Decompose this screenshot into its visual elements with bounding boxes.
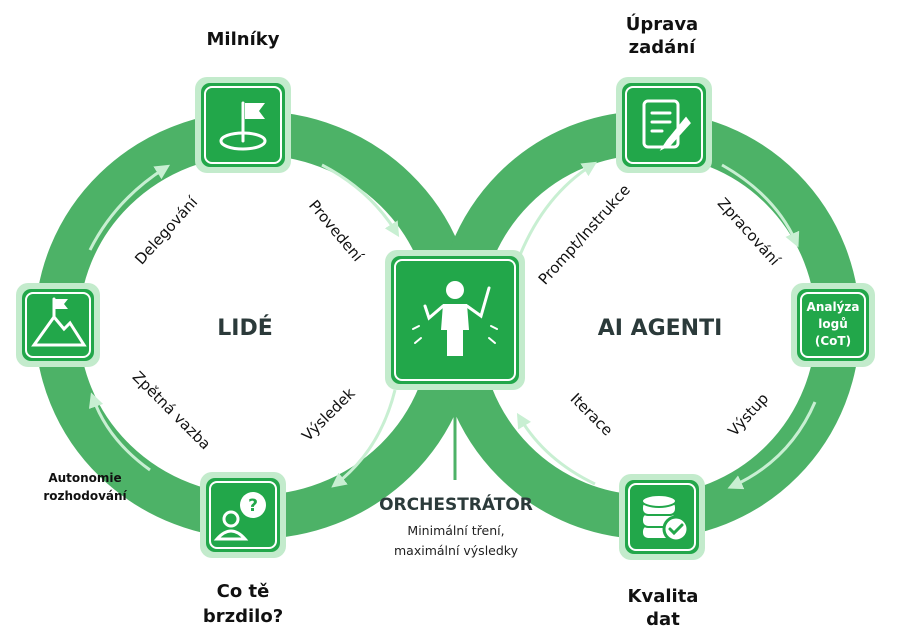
svg-text:?: ? bbox=[248, 496, 258, 516]
orchestrator-subtitle-2: maximální výsledky bbox=[394, 543, 519, 558]
arrow-vysledek bbox=[331, 389, 397, 488]
edge-label-delegovani: Delegování bbox=[131, 193, 202, 269]
node-orchestrator bbox=[385, 250, 525, 390]
node-analyza-label-1: Analýza bbox=[807, 300, 860, 314]
arrow-zpracovani bbox=[721, 163, 800, 248]
node-title-brzdilo-1: Co tě bbox=[217, 581, 270, 602]
arrow-zpetna-vazba bbox=[88, 392, 151, 472]
arrow-vystup bbox=[727, 401, 817, 490]
conductor-icon bbox=[412, 281, 498, 356]
node-analyza: Analýza logů (CoT) bbox=[791, 283, 875, 367]
node-analyza-label-2: logů bbox=[818, 317, 848, 331]
node-milniky bbox=[195, 77, 291, 173]
orchestrator-title: ORCHESTRÁTOR bbox=[379, 493, 533, 515]
edge-label-zpetna-vazba: Zpětná vazba bbox=[129, 368, 215, 454]
document-edit-icon bbox=[642, 99, 691, 151]
node-title-kvalita-1: Kvalita bbox=[628, 586, 699, 607]
flow-arrows bbox=[88, 161, 817, 490]
arrow-iterace bbox=[516, 412, 596, 486]
node-title-milniky: Milníky bbox=[207, 29, 280, 50]
node-brzdilo: ? bbox=[200, 472, 286, 558]
node-autonomie bbox=[16, 283, 100, 367]
arrow-delegovani bbox=[88, 164, 171, 251]
edge-label-vystup: Výstup bbox=[724, 390, 772, 440]
person-question-icon: ? bbox=[213, 492, 266, 541]
node-title-uprava-1: Úprava bbox=[626, 13, 698, 35]
edge-label-prompt: Prompt/Instrukce bbox=[535, 181, 634, 288]
flag-hole-icon bbox=[219, 101, 267, 151]
node-title-autonomie-1: Autonomie bbox=[48, 471, 121, 485]
node-title-autonomie-2: rozhodování bbox=[43, 489, 127, 503]
arrow-provedeni bbox=[321, 163, 400, 238]
node-kvalita bbox=[619, 474, 705, 560]
database-check-icon bbox=[641, 494, 690, 543]
node-title-brzdilo-2: brzdilo? bbox=[203, 606, 283, 627]
node-title-kvalita-2: dat bbox=[646, 609, 680, 630]
orchestrator-subtitle-1: Minimální tření, bbox=[407, 523, 504, 538]
node-uprava bbox=[616, 77, 712, 173]
arrow-prompt bbox=[518, 161, 598, 256]
edge-label-vysledek: Výsledek bbox=[298, 384, 359, 445]
edge-label-provedeni: Provedení bbox=[305, 197, 367, 266]
mountain-flag-icon bbox=[31, 297, 87, 347]
edge-label-iterace: Iterace bbox=[567, 390, 617, 440]
node-title-uprava-2: zadání bbox=[629, 37, 696, 58]
right-loop-title: AI AGENTI bbox=[598, 316, 723, 341]
node-analyza-label-3: (CoT) bbox=[815, 334, 851, 348]
left-loop-title: LIDÉ bbox=[217, 315, 273, 341]
